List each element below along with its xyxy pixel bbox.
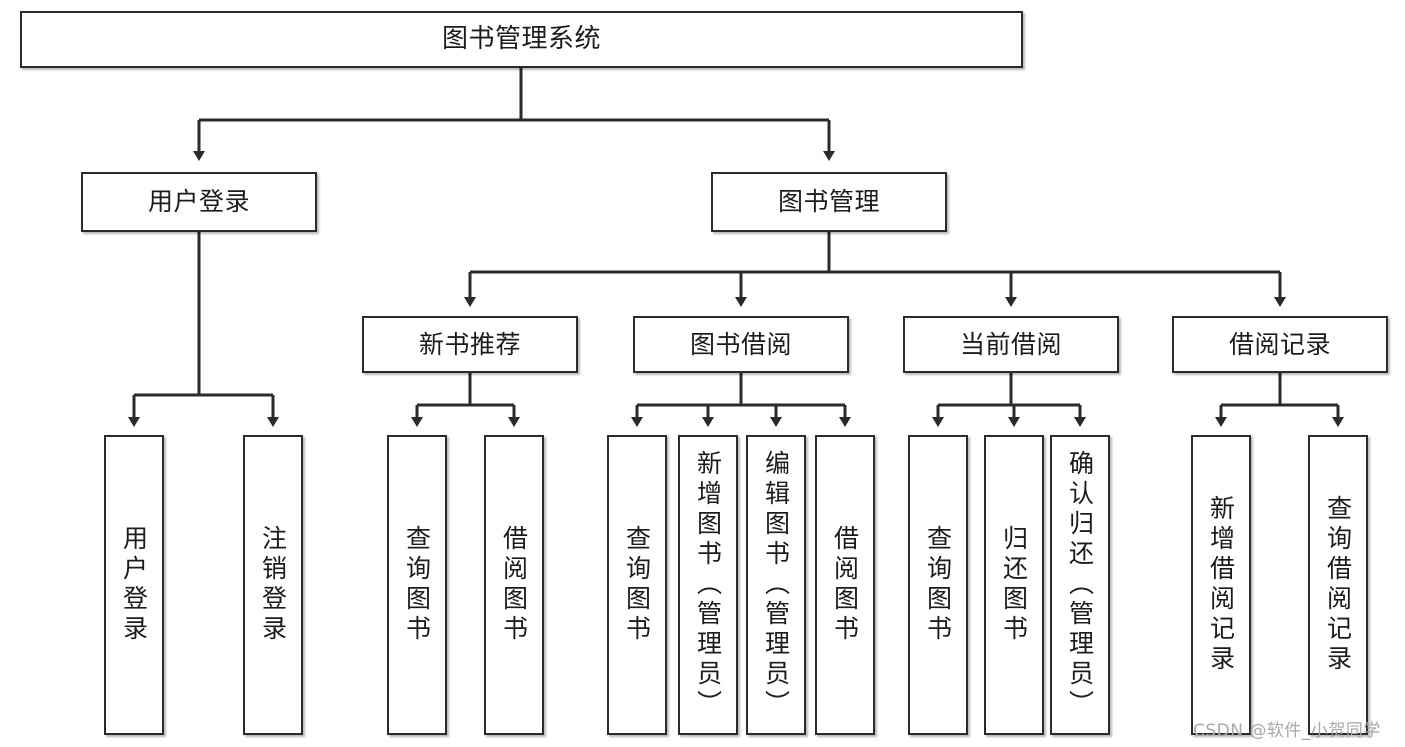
node-label: 当前借阅 <box>959 329 1062 359</box>
node-label: 图书管理系统 <box>441 23 601 54</box>
node-leaf-user-logout[interactable]: 注销登录 <box>243 435 303 735</box>
node-label: 查询图书 <box>923 525 953 645</box>
node-label: 注销登录 <box>258 525 288 645</box>
node-label: 借阅图书 <box>830 525 860 645</box>
node-label: 查询图书 <box>622 525 652 645</box>
node-book-manage[interactable]: 图书管理 <box>711 172 947 232</box>
node-label: 图书管理 <box>777 187 880 216</box>
node-label: 借阅记录 <box>1228 329 1331 359</box>
node-leaf-add-record[interactable]: 新增借阅记录 <box>1191 435 1251 735</box>
node-leaf-add-book[interactable]: 新增图书（管理员） <box>678 435 738 735</box>
node-leaf-borrow-book-1[interactable]: 借阅图书 <box>484 435 544 735</box>
node-leaf-confirm-return[interactable]: 确认归还（管理员） <box>1050 435 1110 735</box>
node-label: 新书推荐 <box>418 329 521 359</box>
node-label: 确认归还（管理员） <box>1065 450 1095 720</box>
node-label: 图书借阅 <box>689 329 792 359</box>
node-new-book-recommend[interactable]: 新书推荐 <box>362 316 578 373</box>
node-borrow-record[interactable]: 借阅记录 <box>1172 316 1388 373</box>
node-leaf-query-book-3[interactable]: 查询图书 <box>908 435 968 735</box>
node-label: 借阅图书 <box>499 525 529 645</box>
node-label: 查询借阅记录 <box>1323 495 1353 675</box>
node-leaf-borrow-book-2[interactable]: 借阅图书 <box>815 435 875 735</box>
node-leaf-query-book-2[interactable]: 查询图书 <box>607 435 667 735</box>
node-label: 新增图书（管理员） <box>693 450 723 720</box>
node-leaf-return-book[interactable]: 归还图书 <box>984 435 1044 735</box>
node-label: 用户登录 <box>119 525 149 645</box>
node-current-borrow[interactable]: 当前借阅 <box>903 316 1119 373</box>
node-root-system[interactable]: 图书管理系统 <box>20 11 1023 68</box>
node-leaf-user-login[interactable]: 用户登录 <box>104 435 164 735</box>
node-label: 用户登录 <box>147 187 250 216</box>
node-leaf-query-book-1[interactable]: 查询图书 <box>387 435 447 735</box>
node-book-borrow[interactable]: 图书借阅 <box>633 316 849 373</box>
node-label: 查询图书 <box>402 525 432 645</box>
node-label: 编辑图书（管理员） <box>761 450 791 720</box>
node-label: 归还图书 <box>999 525 1029 645</box>
node-label: 新增借阅记录 <box>1206 495 1236 675</box>
node-leaf-edit-book[interactable]: 编辑图书（管理员） <box>746 435 806 735</box>
node-leaf-query-record[interactable]: 查询借阅记录 <box>1308 435 1368 735</box>
node-user-login[interactable]: 用户登录 <box>81 172 317 232</box>
